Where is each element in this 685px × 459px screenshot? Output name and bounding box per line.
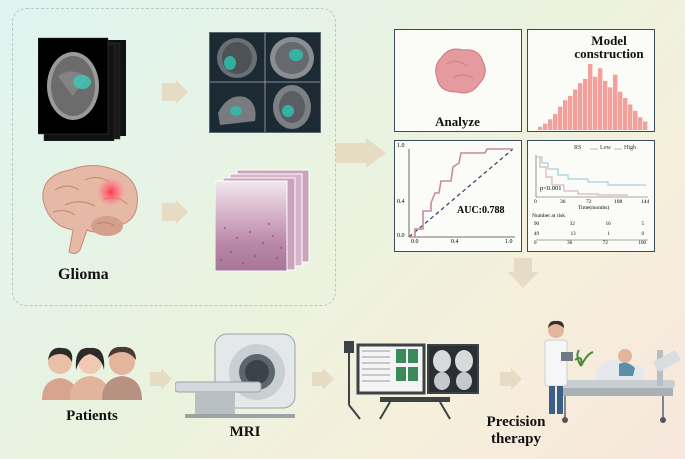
roc-panel: 1.0 0.4 0.0 0.0 0.4 1.0 AUC:0.788 — [394, 140, 522, 252]
km-risk-row-high: 49 13 1 0 — [534, 232, 644, 237]
km-risk-tick: 0 — [534, 241, 537, 246]
km-x-tick-3: 108 — [614, 199, 623, 205]
histogram-bar — [558, 106, 563, 130]
arrow-mri-to-grid — [162, 80, 188, 104]
km-x-tick-1: 36 — [560, 199, 566, 205]
km-legend-low: Low — [600, 145, 611, 151]
arrow-to-analysis — [336, 138, 386, 168]
histogram-bar — [633, 110, 638, 130]
doctor-patient-illustration — [535, 320, 683, 430]
km-x-tick-4: 144 — [641, 199, 650, 205]
km-risk-cell: 1 — [607, 232, 610, 237]
histogram-bar — [548, 119, 553, 130]
histogram-bar — [538, 126, 543, 130]
roc-y-tick-top: 1.0 — [397, 143, 405, 149]
input-data-panel — [12, 8, 336, 306]
mri-label: MRI — [229, 424, 261, 440]
histogram-bar — [578, 83, 583, 130]
histogram-bar — [563, 100, 568, 130]
histogram-bar — [613, 74, 618, 130]
km-legend-title: RS — [574, 145, 582, 151]
glioma-label: Glioma — [58, 266, 109, 283]
precision-therapy-label: Precision therapy — [486, 414, 546, 447]
km-risk-row-low: 90 32 16 5 — [534, 222, 644, 227]
km-risk-cell: 32 — [569, 222, 575, 227]
km-pvalue: p<0.001 — [540, 185, 562, 192]
model-construction-label: Model construction — [574, 33, 644, 61]
histogram-bar — [543, 123, 548, 130]
brain-illustration — [35, 160, 145, 265]
histogram-bar — [593, 76, 598, 130]
mri-scanner-illustration — [174, 330, 300, 425]
roc-y-tick-mid: 0.4 — [397, 199, 405, 205]
km-panel: RS Low High p<0.001 0 36 72 108 144 Time… — [527, 140, 655, 252]
km-legend-high: High — [624, 145, 636, 151]
arrow-down-to-workflow — [508, 258, 538, 288]
workstation-illustration — [340, 335, 482, 428]
km-risk-cell: 49 — [534, 232, 539, 237]
km-risk-cell: 0 — [641, 232, 644, 237]
histogram-bar — [568, 95, 573, 130]
arrow-workstation-to-therapy — [500, 368, 522, 390]
histogram-bar — [638, 117, 643, 130]
km-x-tick-2: 72 — [586, 199, 592, 205]
patients-label: Patients — [66, 408, 118, 424]
histogram-bar — [603, 81, 608, 130]
auc-label: AUC:0.788 — [457, 205, 505, 216]
tumor-icon — [435, 48, 486, 94]
km-legend-high-swatch — [614, 148, 622, 150]
roc-curve-chart — [408, 148, 515, 238]
roc-x-tick-0: 0.0 — [411, 239, 419, 245]
analyze-panel: Analyze — [394, 29, 522, 132]
histogram-bar — [623, 98, 628, 130]
model-construction-panel: Model construction — [527, 29, 655, 132]
histology-slide-stack — [214, 168, 315, 278]
roc-x-tick-1: 0.4 — [451, 239, 459, 245]
histogram-chart — [538, 64, 648, 130]
histogram-bar — [583, 78, 588, 130]
km-risk-tick: 72 — [602, 241, 608, 246]
km-risk-title: Number at risk — [532, 213, 565, 219]
histogram-bar — [598, 68, 603, 130]
histogram-bar — [553, 114, 558, 130]
mri-slice-stack — [37, 36, 128, 146]
roc-x-tick-2: 1.0 — [505, 239, 513, 245]
patients-illustration — [38, 340, 146, 405]
analyze-label: Analyze — [435, 114, 480, 129]
histogram-bar — [573, 89, 578, 130]
km-xlabel: Time(months) — [578, 205, 610, 211]
arrow-brain-to-histology — [162, 200, 188, 224]
histogram-bar — [588, 64, 593, 130]
km-x-tick-0: 0 — [534, 199, 537, 205]
km-risk-cell: 90 — [534, 222, 539, 227]
km-risk-cell: 5 — [641, 222, 644, 227]
km-risk-tick: 36 — [567, 241, 573, 246]
histogram-bar — [608, 87, 613, 130]
km-risk-axis — [536, 239, 648, 241]
roc-y-tick-bottom: 0.0 — [397, 233, 405, 239]
arrow-patients-to-mri — [150, 368, 172, 390]
km-risk-cell: 13 — [570, 232, 576, 237]
km-survival-curves — [535, 155, 648, 198]
histogram-bar — [618, 91, 623, 130]
km-risk-tick: 100 — [638, 241, 646, 246]
histogram-bar — [628, 104, 633, 130]
km-legend-low-swatch — [590, 148, 598, 150]
km-risk-cell: 16 — [605, 222, 611, 227]
arrow-mri-to-workstation — [312, 368, 334, 390]
mri-segmentation-grid — [209, 32, 321, 133]
histogram-bar — [643, 121, 648, 130]
km-risk-ticks: 0 36 72 100 — [534, 241, 646, 246]
